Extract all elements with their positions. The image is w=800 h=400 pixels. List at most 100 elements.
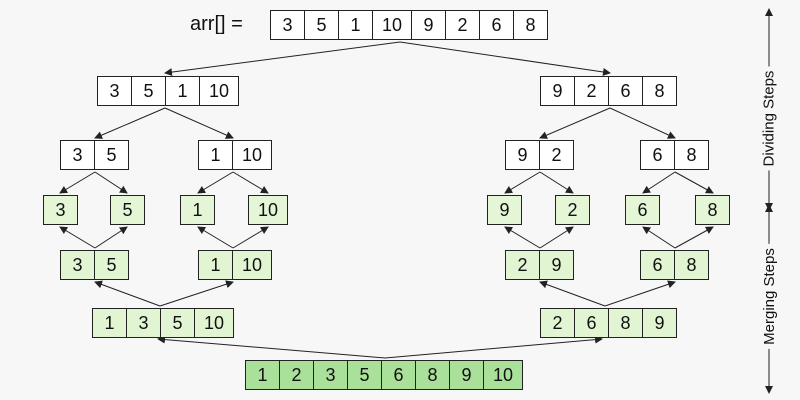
divide-2-group-cell: 9	[505, 140, 540, 170]
merge-2-group-cell: 6	[574, 308, 609, 338]
divide-1-group-cell: 8	[642, 76, 677, 106]
merge-arrow	[539, 226, 574, 249]
merge-arrow	[94, 280, 161, 307]
array-label: arr[] =	[190, 13, 243, 35]
merging-steps-label: Merging Steps	[760, 243, 778, 349]
merge-arrow	[539, 280, 606, 307]
leaf-group-cell: 1	[180, 195, 215, 225]
merge-arrow	[159, 280, 234, 307]
input-array-cell: 8	[513, 10, 548, 40]
divide-arrow	[164, 41, 401, 77]
leaf-group: 1	[180, 195, 215, 225]
merge-arrow	[384, 335, 603, 359]
merge-arrow	[642, 226, 676, 249]
divide-2-group-cell: 5	[94, 140, 129, 170]
divide-arrow	[399, 41, 611, 76]
input-array-cell: 10	[372, 10, 412, 40]
merge-2-group-cell: 1	[92, 308, 127, 338]
input-array-cell: 2	[445, 10, 480, 40]
leaf-group-cell: 5	[110, 195, 145, 225]
leaf-group-cell: 8	[695, 195, 730, 225]
merge-arrow	[59, 226, 96, 249]
input-array-cell: 1	[338, 10, 373, 40]
leaf-group: 2	[555, 195, 590, 225]
leaf-group-cell: 10	[248, 195, 288, 225]
divide-1-group-cell: 6	[608, 76, 643, 106]
sorted-array-cell: 2	[279, 360, 314, 390]
divide-arrow	[642, 171, 676, 194]
merge-1-group-cell: 10	[232, 250, 272, 280]
merge-2-group-cell: 2	[540, 308, 575, 338]
merge-arrow	[94, 226, 128, 249]
merge-1-group-cell: 9	[539, 250, 574, 280]
input-array-cell: 5	[304, 10, 339, 40]
merge-2-group-cell: 5	[160, 308, 195, 338]
divide-1-group-cell: 5	[131, 76, 166, 106]
divide-1-group-cell: 1	[165, 76, 200, 106]
input-array-cell: 3	[270, 10, 305, 40]
merge-arrow	[504, 226, 541, 249]
merge-arrow	[197, 226, 234, 249]
input-array-cell: 6	[479, 10, 514, 40]
leaf-group-cell: 2	[555, 195, 590, 225]
divide-2-group-cell: 1	[198, 140, 233, 170]
divide-1-group-cell: 2	[574, 76, 609, 106]
leaf-group: 8	[695, 195, 730, 225]
leaf-group: 6	[625, 195, 660, 225]
divide-1-group-cell: 3	[97, 76, 132, 106]
divide-arrow	[539, 107, 611, 139]
sorted-array-cell: 5	[347, 360, 382, 390]
merge-arrow	[157, 335, 386, 359]
sorted-array-cell: 10	[483, 360, 523, 390]
divide-1-group-cell: 10	[199, 76, 239, 106]
divide-2-group-cell: 6	[640, 140, 675, 170]
leaf-group-cell: 9	[487, 195, 522, 225]
merge-1-group-cell: 3	[60, 250, 95, 280]
divide-2-group-cell: 2	[539, 140, 574, 170]
sorted-array-cell: 3	[313, 360, 348, 390]
sorted-array-cell: 9	[449, 360, 484, 390]
merge-2-group-cell: 10	[194, 308, 234, 338]
leaf-group: 10	[248, 195, 288, 225]
divide-arrow	[232, 171, 269, 194]
leaf-group: 3	[43, 195, 78, 225]
divide-2-group-cell: 10	[232, 140, 272, 170]
leaf-group-cell: 6	[625, 195, 660, 225]
merge-1-group-cell: 6	[640, 250, 675, 280]
sorted-array-cell: 1	[245, 360, 280, 390]
merge-1-group-cell: 1	[198, 250, 233, 280]
merge-1-group-cell: 8	[674, 250, 709, 280]
merge-1-group-cell: 5	[94, 250, 129, 280]
merge-2-group-cell: 8	[608, 308, 643, 338]
divide-arrow	[164, 107, 234, 139]
dividing-steps-label: Dividing Steps	[760, 66, 778, 170]
merge-2-group-cell: 9	[642, 308, 677, 338]
merge-1-group-cell: 2	[505, 250, 540, 280]
sorted-array-cell: 8	[415, 360, 450, 390]
sorted-array-cell: 6	[381, 360, 416, 390]
divide-arrow	[197, 171, 234, 194]
divide-arrow	[609, 107, 676, 139]
divide-2-group-cell: 8	[674, 140, 709, 170]
divide-arrow	[504, 171, 541, 194]
divide-1-group-cell: 9	[540, 76, 575, 106]
merge-arrow	[674, 226, 714, 249]
merge-2-group-cell: 3	[126, 308, 161, 338]
divide-arrow	[674, 171, 714, 194]
leaf-group: 9	[487, 195, 522, 225]
